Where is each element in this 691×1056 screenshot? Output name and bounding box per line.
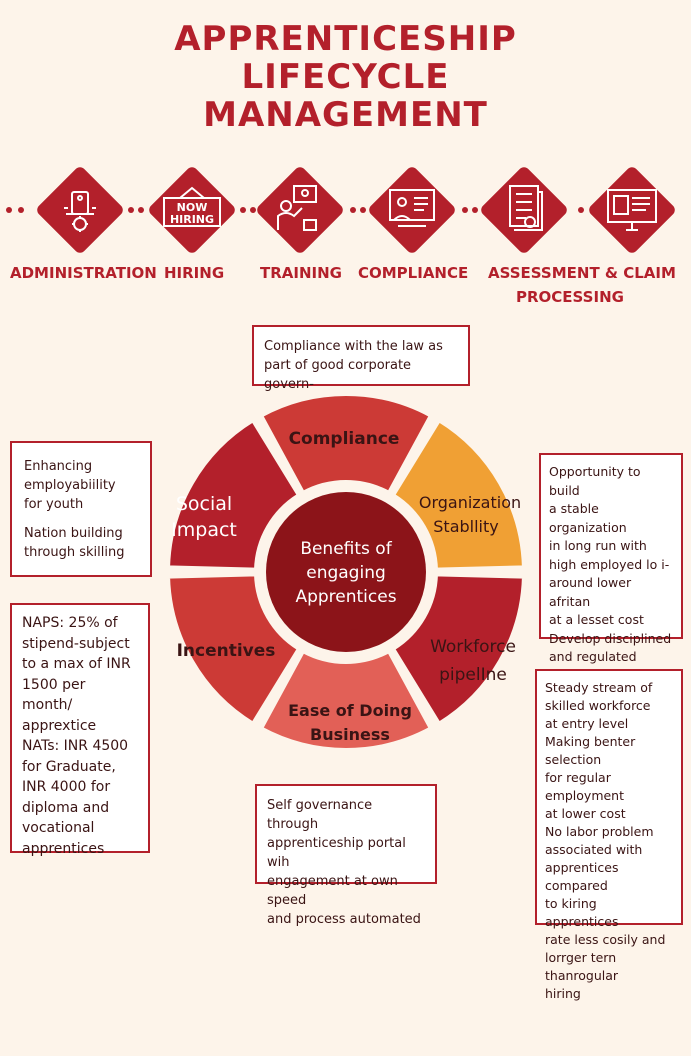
wheel-segment-compliance — [259, 392, 433, 495]
social-box-line-3: for youth — [24, 497, 84, 512]
incentives-box-line-11: apprentices — [22, 840, 105, 857]
stage-hiring-diamond: NOW HIRING — [146, 164, 238, 256]
page-title: APPRENTICESHIP LIFECYCLE MANAGEMENT — [0, 20, 691, 134]
benefits-wheel: Benefits of engaging Apprentices Complia… — [166, 392, 526, 752]
trainer-at-board-icon — [277, 185, 317, 231]
title-line-1: APPRENTICESHIP — [174, 19, 517, 59]
ease-box-line-4: and process automated — [267, 912, 421, 927]
org-box-line-5: around lower afritan — [549, 575, 632, 609]
segment-label-social-2: Impact — [171, 519, 237, 541]
stage-label-hiring: HIRING — [164, 264, 225, 282]
social-box-line-1: Enhancing — [24, 459, 93, 474]
incentives-box-line-6: NATs: INR 4500 — [22, 738, 129, 754]
org-box-line-7: Develop disciplined — [549, 630, 672, 646]
stage-monitor-diamond — [586, 164, 678, 256]
stage-compliance-diamond — [366, 164, 458, 256]
ease-of-business-box: Self governance through apprenticeship p… — [255, 784, 437, 927]
ease-box-line-3: engagement at own speed — [267, 874, 398, 908]
wheel-segment-workforce — [391, 572, 526, 726]
wheel-segment-social — [166, 418, 301, 572]
incentives-box-line-5: apprextice — [22, 717, 97, 734]
social-impact-box: Enhancing employabiility for youth Natio… — [10, 441, 152, 577]
presentation-board-icon — [389, 189, 435, 227]
workforce-box-line-5: for regular employment — [545, 770, 625, 803]
segment-label-social-1: Social — [176, 493, 232, 515]
stage-label-training: TRAINING — [260, 264, 342, 282]
wheel-segment-organization — [391, 418, 526, 572]
segment-label-ease-1: Ease of Doing — [288, 701, 412, 720]
workforce-box-line-6: at lower cost — [545, 806, 626, 821]
segment-label-incentives: Incentives — [177, 641, 276, 661]
org-box-line-1: Opportunity to build — [549, 464, 641, 498]
incentives-box-line-2: stipend-subject — [22, 635, 130, 652]
title-line-2: LIFECYCLE — [241, 57, 450, 97]
segment-label-ease-2: Business — [310, 725, 390, 744]
segment-label-workforce-1: Workforce — [430, 637, 516, 657]
social-box-line-5: through skilling — [24, 545, 125, 560]
incentives-box-line-7: for Graduate, — [22, 758, 116, 775]
incentives-box-line-8: INR 4000 for — [22, 779, 111, 795]
compliance-box-line-1: Compliance with the law as — [264, 339, 443, 354]
gear-tower-icon — [64, 191, 96, 232]
social-box-line-2: employabiility — [24, 478, 116, 493]
organization-stability-box: Opportunity to build a stable organizati… — [539, 453, 683, 701]
incentives-box-line-3: to a max of INR — [22, 656, 131, 672]
sign-line-hiring: HIRING — [170, 213, 214, 226]
compliance-box-line-2: part of good corporate govern- — [264, 358, 412, 392]
stage-training-diamond — [254, 164, 346, 256]
stage-label-compliance: COMPLIANCE — [358, 264, 469, 282]
now-hiring-sign-icon: NOW HIRING — [163, 186, 221, 227]
wheel-segment-ease — [259, 649, 433, 752]
ease-box-line-1: Self governance through — [267, 798, 373, 832]
segment-label-compliance: Compliance — [289, 429, 400, 449]
workforce-box-line-7: No labor problem — [545, 824, 654, 839]
workforce-box-line-1: Steady stream of — [545, 680, 653, 695]
incentives-box-line-10: vocational — [22, 820, 95, 836]
workforce-box-line-8: associated with — [545, 842, 643, 857]
workforce-box-line-3: at entry level — [545, 716, 629, 731]
workforce-box-line-11: rate less cosily and — [545, 932, 666, 947]
stage-assessment-diamond — [478, 164, 570, 256]
wheel-center-line-3: Apprentices — [295, 587, 396, 607]
org-box-line-3: in long run with — [549, 538, 647, 553]
workforce-box-line-4: Making benter selection — [545, 734, 636, 767]
workforce-box-line-2: skilled workforce — [545, 698, 651, 713]
ease-box-line-2: apprenticeship portal wih — [267, 836, 406, 870]
document-icon — [509, 185, 543, 231]
stage-label-administration: ADMINISTRATION — [10, 264, 157, 282]
workforce-box-line-10: to kiring apprentices — [545, 896, 619, 929]
workforce-box-line-13: hiring — [545, 986, 581, 1001]
org-box-line-4: high employed lo i- — [549, 556, 670, 572]
wheel-center-line-1: Benefits of — [300, 539, 392, 559]
workforce-box-line-9: apprentices compared — [545, 860, 619, 893]
computer-monitor-icon — [607, 189, 657, 231]
segment-label-organization-2: Stabllity — [433, 517, 498, 536]
incentives-box-line-9: diploma and — [22, 799, 110, 816]
workforce-box-line-12: lorrger tern thanrogular — [545, 950, 619, 983]
org-box-line-2: a stable organization — [549, 501, 627, 535]
wheel-center — [266, 492, 426, 652]
wheel-segment-incentives — [166, 572, 301, 726]
compliance-box: Compliance with the law as part of good … — [252, 325, 470, 392]
wheel-center-line-2: engaging — [306, 563, 386, 583]
stage-label-processing: PROCESSING — [516, 288, 624, 306]
sign-line-now: NOW — [177, 201, 208, 214]
segment-label-workforce-2: pipelIne — [439, 665, 507, 685]
segment-label-organization-1: Organization — [419, 493, 521, 512]
stage-administration-diamond — [34, 164, 126, 256]
incentives-box-line-1: NAPS: 25% of — [22, 615, 118, 631]
workforce-pipeline-box: Steady stream of skilled workforce at en… — [535, 669, 683, 1001]
title-line-3: MANAGEMENT — [203, 95, 488, 135]
social-box-line-4: Nation building — [24, 526, 123, 541]
org-box-line-6: at a lesset cost — [549, 612, 644, 627]
stage-label-assessment: ASSESSMENT & CLAIM — [488, 264, 676, 282]
incentives-box-line-4: 1500 per month/ — [22, 676, 86, 714]
incentives-box: NAPS: 25% of stipend-subject to a max of… — [10, 603, 150, 857]
